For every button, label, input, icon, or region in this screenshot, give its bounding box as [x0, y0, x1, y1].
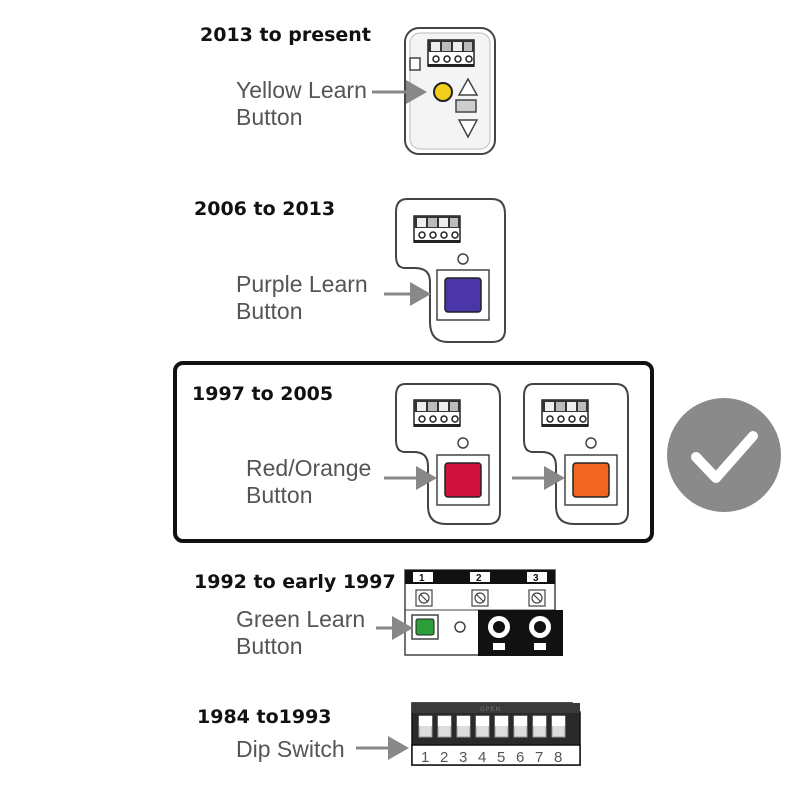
receiver-board-1992: 1 2 3: [404, 569, 563, 656]
highlight-frame-1997: [173, 361, 654, 543]
dip-open-label: OPEN: [480, 707, 501, 713]
dip-number-1: 1: [421, 749, 429, 766]
receiver-board-2006: [395, 198, 506, 343]
dip-number-7: 7: [535, 749, 543, 766]
orange-button-icon: [572, 462, 610, 498]
dip-number-6: 6: [516, 749, 524, 766]
green-learn-button-icon: [415, 618, 435, 636]
receiver-board-1997-orange: [523, 383, 629, 525]
dip-toggles: [418, 715, 566, 738]
era-title-2006: 2006 to 2013: [194, 198, 336, 220]
header-number-1: 1: [419, 573, 425, 584]
dip-number-4: 4: [478, 749, 486, 766]
dip-switch-block: OPEN 1 2 3 4 5 6 7 8: [411, 702, 581, 766]
receiver-board-1997-red: [395, 383, 501, 525]
dip-number-8: 8: [554, 749, 562, 766]
red-button-icon: [444, 462, 482, 498]
dip-number-5: 5: [497, 749, 505, 766]
era-title-1992: 1992 to early 1997: [194, 571, 396, 593]
era-title-1997: 1997 to 2005: [192, 383, 334, 405]
receiver-board-2013: [404, 27, 496, 155]
era-title-1984: 1984 to1993: [197, 706, 332, 728]
label-dip-switch: Dip Switch: [236, 736, 345, 762]
checkmark-icon: [667, 398, 781, 512]
dip-number-2: 2: [440, 749, 448, 766]
dip-number-3: 3: [459, 749, 467, 766]
purple-learn-button-icon: [444, 277, 482, 313]
header-number-3: 3: [533, 573, 539, 584]
yellow-learn-button-icon: [433, 82, 453, 102]
header-number-2: 2: [476, 573, 482, 584]
era-title-2013: 2013 to present: [200, 24, 371, 46]
